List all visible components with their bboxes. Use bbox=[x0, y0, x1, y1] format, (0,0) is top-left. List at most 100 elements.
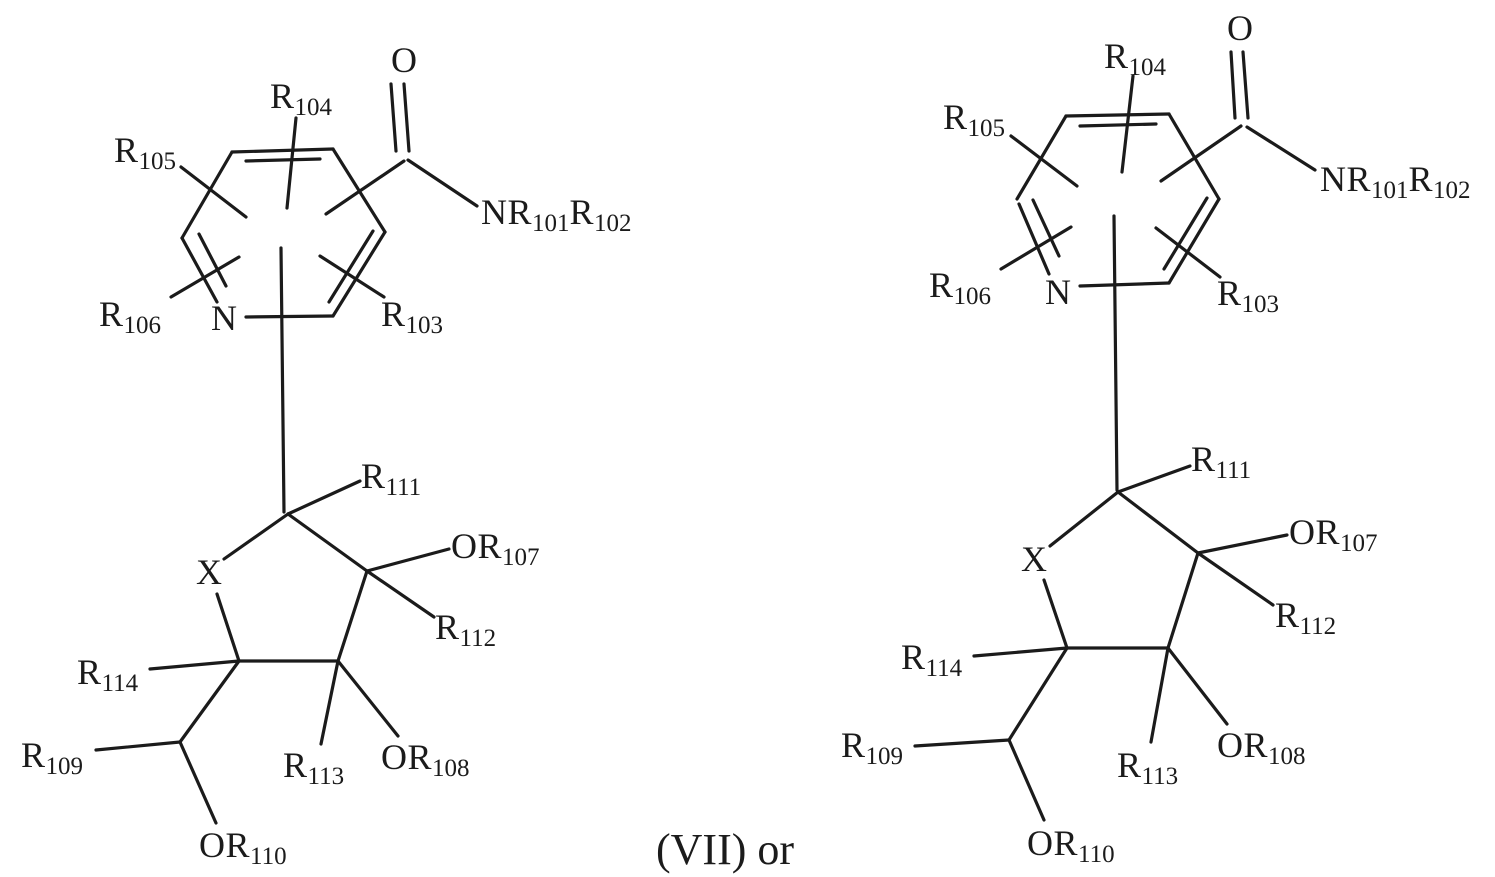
left-label-or108: OR108 bbox=[381, 737, 470, 782]
bond-r113 bbox=[319, 659, 340, 746]
left-structure bbox=[94, 82, 479, 825]
ring-edge bbox=[1167, 197, 1221, 285]
left-sugar-ring bbox=[215, 512, 369, 663]
ring-edge bbox=[230, 147, 335, 154]
left-label-r114: R114 bbox=[77, 652, 139, 697]
left-label-r103: R103 bbox=[381, 294, 444, 339]
bond-c4-to-c5 bbox=[1007, 646, 1069, 742]
ring-edge bbox=[1048, 490, 1120, 548]
bond-carbonyl-to-n bbox=[406, 158, 479, 208]
left-label-r105: R105 bbox=[114, 130, 177, 175]
bond-amide-to-ring bbox=[1159, 124, 1243, 183]
left-label-r111: R111 bbox=[361, 456, 422, 501]
ring-edge bbox=[1017, 202, 1051, 276]
bond-r103 bbox=[318, 254, 386, 299]
bond-r112 bbox=[1196, 551, 1275, 607]
bond-r112 bbox=[365, 569, 436, 619]
carbonyl-double-bond bbox=[1229, 50, 1237, 120]
right-label-r109: R109 bbox=[841, 725, 904, 770]
right-label-oxygen: O bbox=[1227, 8, 1254, 48]
right-carboxamide bbox=[1229, 50, 1317, 172]
bond-r106 bbox=[999, 225, 1073, 271]
formula-number: (VII) or bbox=[656, 825, 795, 874]
right-label-r112: R112 bbox=[1275, 595, 1337, 640]
right-label-r113: R113 bbox=[1117, 745, 1179, 790]
right-pyridine-ring bbox=[1015, 112, 1221, 288]
right-label-r105: R105 bbox=[943, 97, 1006, 142]
ring-edge bbox=[215, 592, 241, 663]
left-label-oxygen: O bbox=[391, 40, 418, 80]
right-label-or107: OR107 bbox=[1289, 512, 1378, 557]
bond-ring-to-sugar bbox=[279, 246, 286, 514]
left-pyridine-ring bbox=[180, 147, 387, 319]
ring-edge bbox=[286, 512, 369, 573]
bond-carbonyl-to-n bbox=[1245, 125, 1317, 172]
bond-or107 bbox=[365, 547, 451, 573]
bond-r114 bbox=[972, 646, 1069, 658]
bond-r105 bbox=[179, 165, 248, 219]
left-sugar-substituent-bonds bbox=[94, 479, 451, 825]
left-ring-substituent-bonds bbox=[169, 116, 406, 514]
right-label-amide: NR101R102 bbox=[1320, 159, 1471, 204]
carbonyl-double-bond bbox=[389, 82, 398, 153]
ring-edge bbox=[1078, 281, 1171, 288]
right-label-or110: OR110 bbox=[1027, 823, 1115, 868]
double-bond-inner bbox=[1162, 196, 1209, 271]
left-carboxamide bbox=[389, 82, 479, 208]
ring-edge bbox=[1116, 490, 1200, 555]
right-label-r111: R111 bbox=[1191, 439, 1252, 484]
bond-r109 bbox=[94, 740, 182, 752]
bond-r105 bbox=[1009, 134, 1079, 188]
bond-r109 bbox=[913, 738, 1011, 748]
carbonyl-double-bond bbox=[1241, 50, 1250, 120]
right-ring-substituent-bonds bbox=[999, 74, 1243, 492]
bond-r111 bbox=[286, 479, 362, 516]
left-label-r112: R112 bbox=[435, 607, 497, 652]
double-bond-inner bbox=[327, 229, 375, 304]
double-bond-inner bbox=[197, 232, 228, 288]
right-label-r114: R114 bbox=[901, 637, 963, 682]
bond-r106 bbox=[169, 255, 241, 299]
bond-r104 bbox=[285, 116, 298, 210]
ring-edge bbox=[180, 150, 234, 240]
ring-edge bbox=[244, 314, 335, 319]
right-label-or108: OR108 bbox=[1217, 725, 1306, 770]
right-label-r106: R106 bbox=[929, 265, 992, 310]
left-label-or110: OR110 bbox=[199, 825, 287, 870]
ring-edge bbox=[222, 512, 290, 561]
double-bond-inner bbox=[1078, 122, 1158, 128]
double-bond-inner bbox=[1031, 198, 1061, 258]
ring-edge bbox=[336, 569, 369, 663]
left-label-r109: R109 bbox=[21, 735, 84, 780]
bond-r104 bbox=[1120, 74, 1135, 174]
carbonyl-double-bond bbox=[402, 82, 411, 153]
ring-edge bbox=[331, 230, 387, 318]
bond-r114 bbox=[148, 659, 241, 671]
left-label-r113: R113 bbox=[283, 745, 345, 790]
bond-or110 bbox=[1007, 738, 1046, 822]
left-label-nitrogen: N bbox=[211, 298, 238, 338]
left-label-r106: R106 bbox=[99, 294, 162, 339]
ring-edge bbox=[180, 236, 219, 304]
double-bond-inner bbox=[244, 157, 322, 163]
ring-edge bbox=[1166, 551, 1200, 650]
bond-ring-to-sugar bbox=[1112, 214, 1119, 492]
left-label-or107: OR107 bbox=[451, 526, 540, 571]
bond-c4-to-c5 bbox=[178, 659, 241, 744]
right-label-x: X bbox=[1021, 539, 1048, 579]
right-label-nitrogen: N bbox=[1045, 272, 1072, 312]
bond-r113 bbox=[1149, 646, 1170, 744]
bond-r111 bbox=[1116, 464, 1192, 494]
right-sugar-substituent-bonds bbox=[913, 464, 1289, 822]
ring-edge bbox=[1064, 112, 1171, 118]
bond-or107 bbox=[1196, 533, 1289, 555]
left-label-r104: R104 bbox=[270, 76, 333, 121]
left-label-x: X bbox=[196, 552, 223, 592]
bond-or108 bbox=[1166, 646, 1229, 726]
bond-or110 bbox=[178, 740, 218, 825]
bond-amide-to-ring bbox=[324, 159, 406, 216]
right-label-r104: R104 bbox=[1104, 36, 1167, 81]
right-structure bbox=[913, 50, 1317, 822]
